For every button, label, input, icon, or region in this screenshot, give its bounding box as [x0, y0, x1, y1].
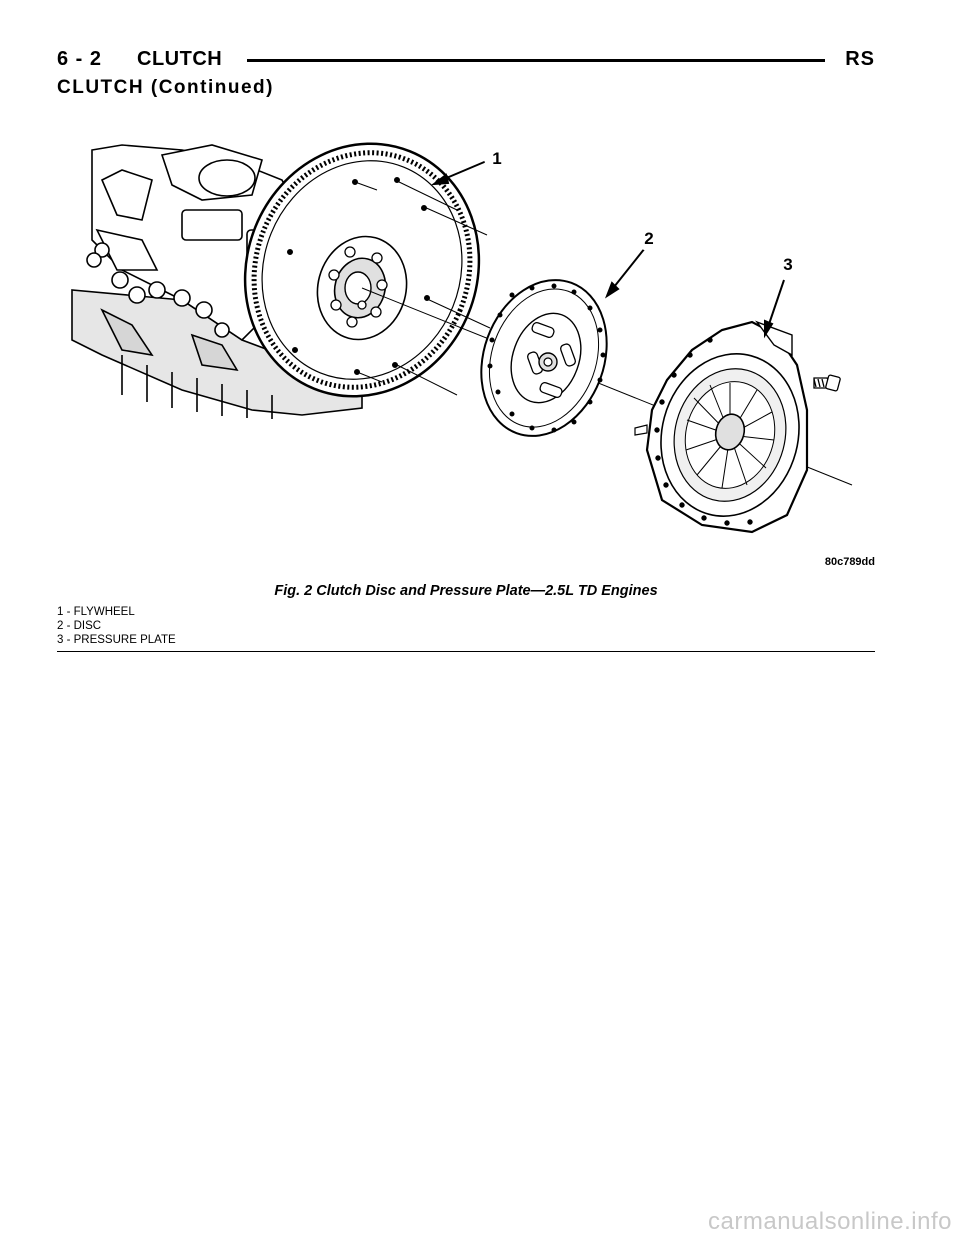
- callout-3: 3: [783, 255, 792, 274]
- callout-leaders: [430, 159, 785, 339]
- callout-1: 1: [492, 149, 501, 168]
- watermark: carmanualsonline.info: [708, 1208, 952, 1235]
- legend-rule: [57, 651, 875, 652]
- callout-2: 2: [644, 229, 653, 248]
- continued-heading: CLUTCH (Continued): [57, 77, 274, 98]
- legend-item: 3 - PRESSURE PLATE: [57, 634, 176, 646]
- clutch-disc: [480, 279, 608, 437]
- figure-legend: 1 - FLYWHEEL 2 - DISC 3 - PRESSURE PLATE: [57, 605, 875, 647]
- page-number: 6 - 2: [57, 48, 103, 70]
- model-code: RS: [845, 48, 875, 70]
- figure-caption: Fig. 2 Clutch Disc and Pressure Plate—2.…: [274, 583, 658, 599]
- legend-item: 1 - FLYWHEEL: [57, 606, 135, 618]
- callouts: 1 2 3: [484, 145, 801, 277]
- pressure-plate: [634, 320, 809, 534]
- section-title: CLUTCH: [137, 48, 223, 70]
- figure-id: 80c789dd: [824, 556, 875, 568]
- header-rule: [247, 59, 825, 62]
- clutch-figure: 1 2 3 80c789dd: [62, 140, 875, 570]
- page-header: 6 - 2 CLUTCH RS: [57, 46, 875, 74]
- legend-item: 2 - DISC: [57, 620, 102, 632]
- clutch-exploded-illustration: 1 2 3: [71, 142, 853, 534]
- flywheel: [243, 142, 491, 398]
- bolt: [813, 374, 841, 392]
